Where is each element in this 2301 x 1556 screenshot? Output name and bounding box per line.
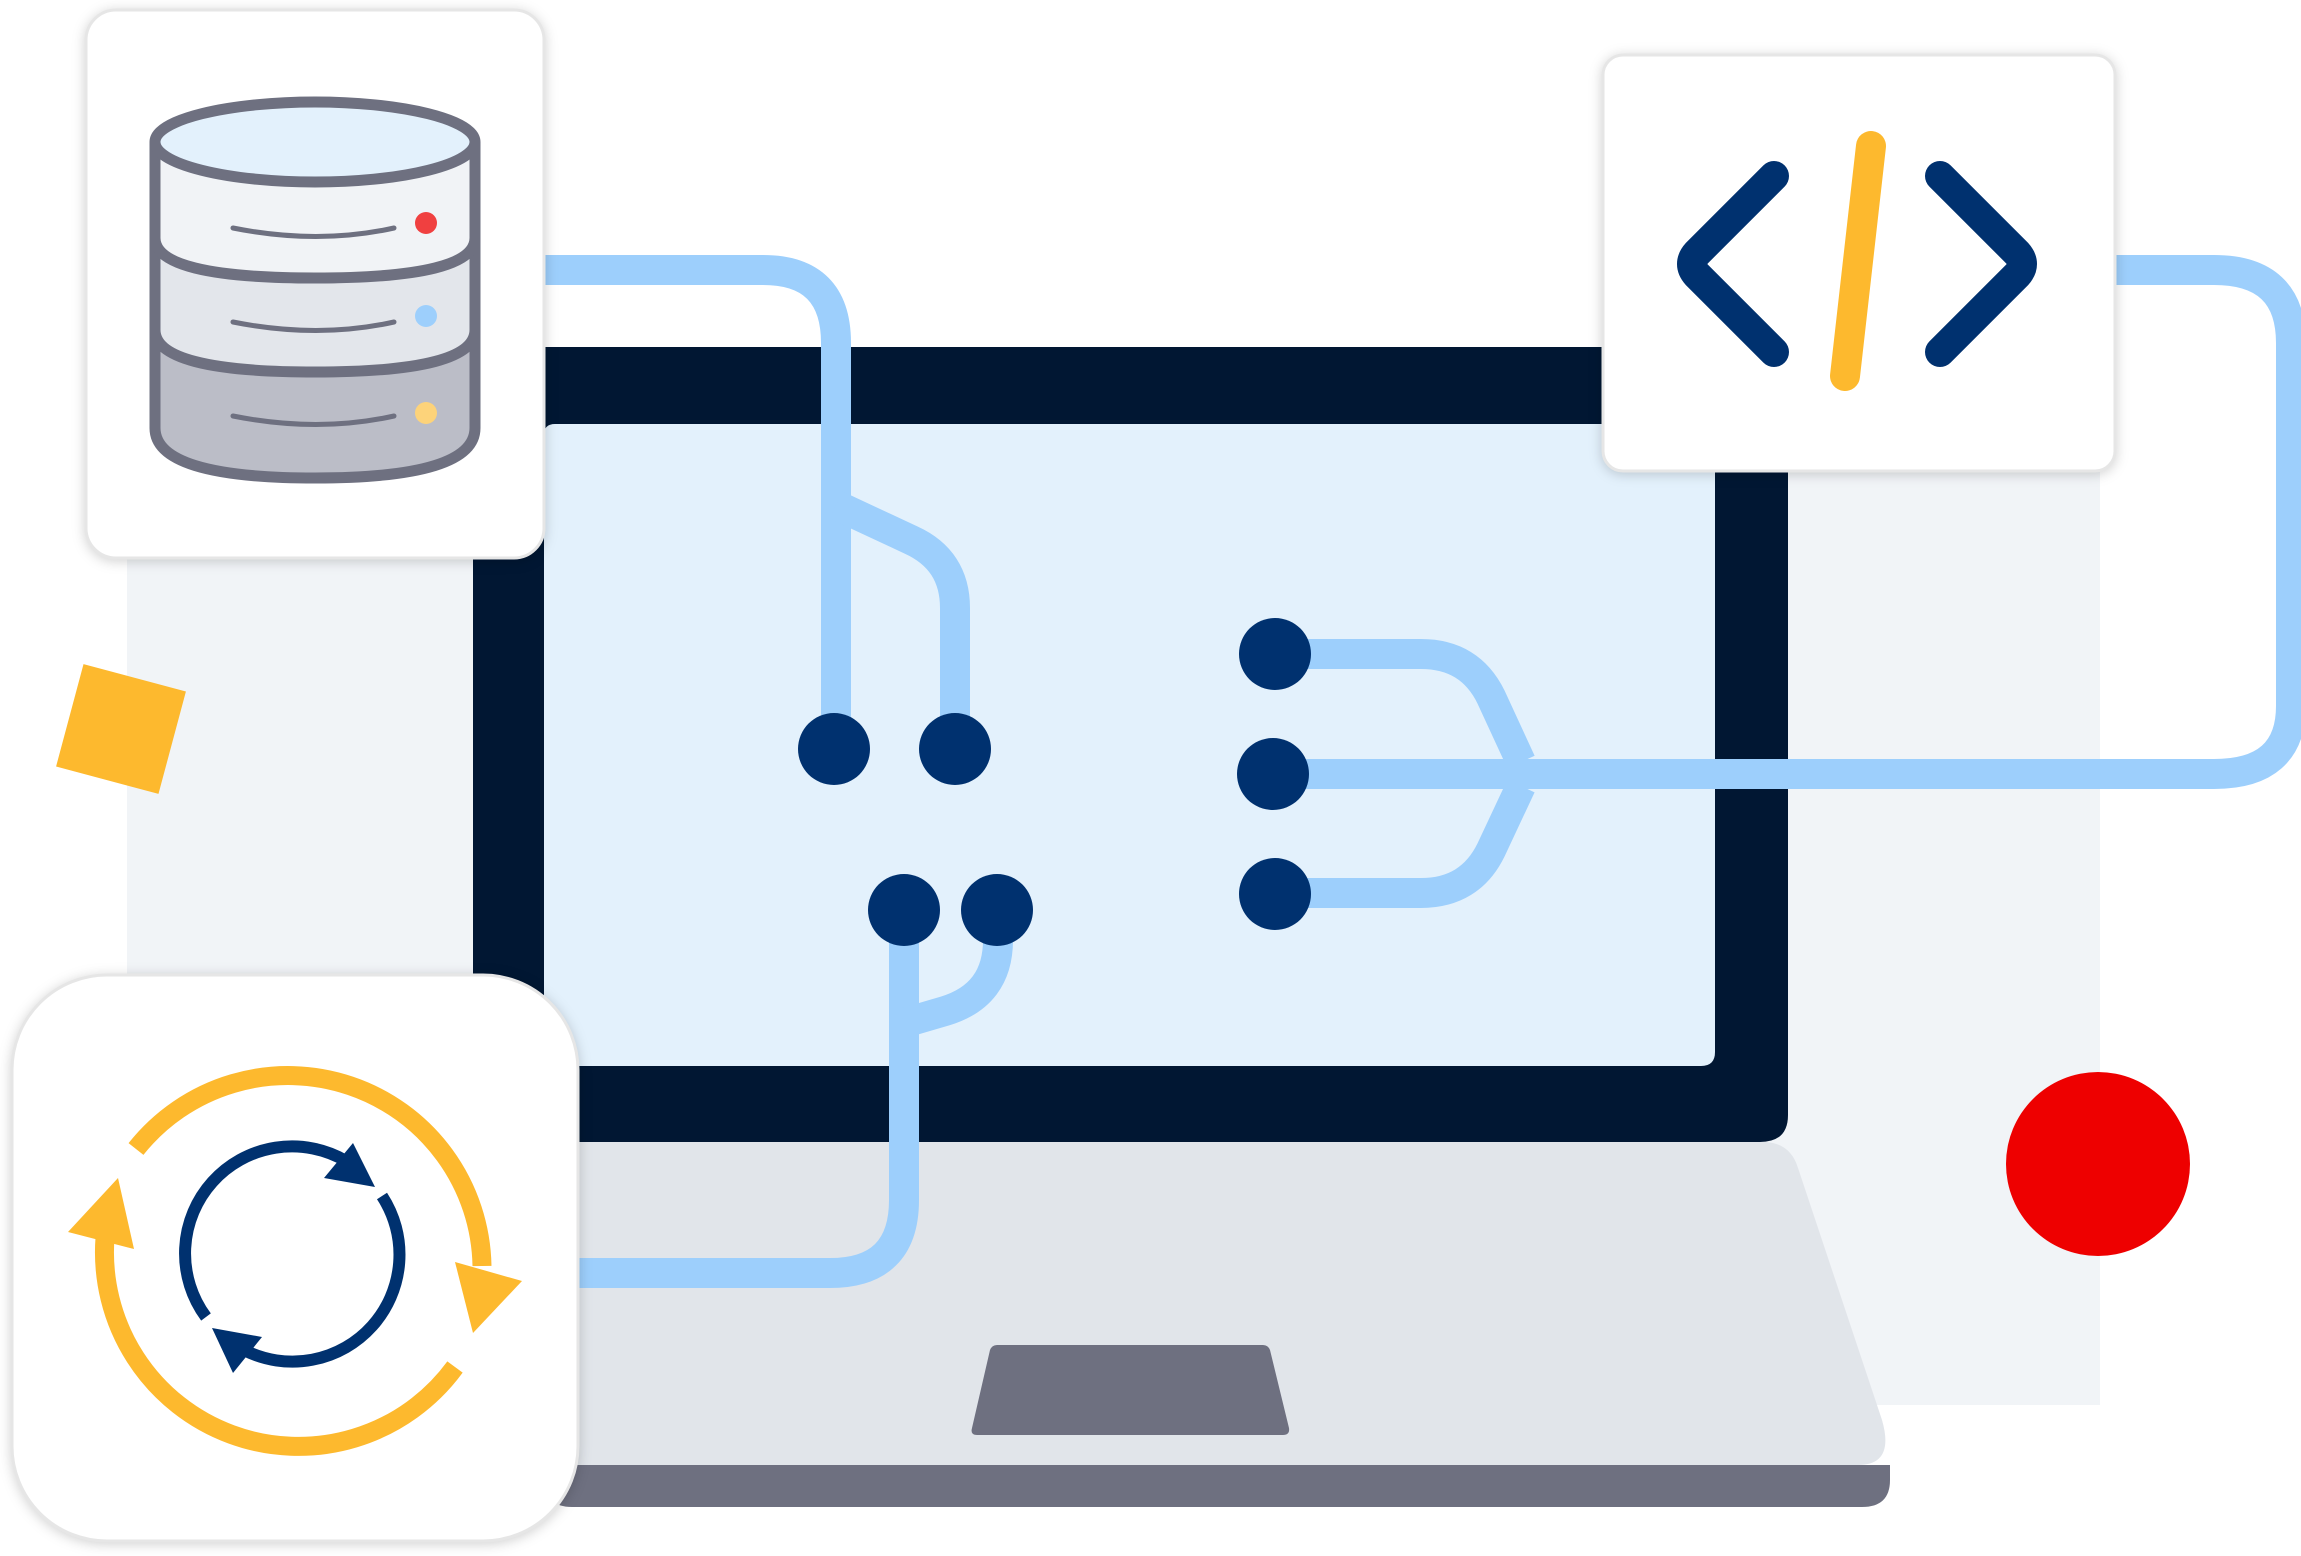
circuit-node [1239,618,1311,690]
database-slot-line [230,319,397,333]
circuit-nodes [798,618,1311,946]
code-card [1601,53,2117,473]
laptop-base-edge [545,1465,1890,1507]
touchpad [971,1345,1290,1435]
sync-card [10,973,580,1543]
status-light-blue [415,305,437,327]
angle-bracket-right-icon [1925,161,2037,367]
sync-outer-ring [94,1066,492,1456]
database-slot-line [230,413,397,427]
status-light-red [415,212,437,234]
sync-inner-ring [179,1140,406,1368]
circuit-node [961,874,1033,946]
sync-outer-arrowhead-right [455,1262,522,1333]
circuit-node [798,713,870,785]
database-slot-line [230,225,397,239]
sync-inner-arrowhead-top [324,1143,375,1187]
laptop-icon [473,347,1890,1507]
circuit-node [1237,738,1309,810]
database-card [84,8,546,560]
sync-inner-arc-top [179,1140,350,1321]
code-brackets-icon [1677,131,2037,391]
database-icon [149,96,481,484]
angle-bracket-left-icon [1677,161,1789,367]
wire-fork-bottom [1275,779,1535,908]
red-circle-shape [2006,1072,2190,1256]
circuit-node [919,713,991,785]
sync-arrows-icon [68,1066,522,1456]
sync-inner-arc-bottom [241,1192,406,1368]
sync-outer-arc-top [128,1066,492,1267]
circuit-wires [530,255,2301,1288]
status-light-yellow [415,402,437,424]
circuit-node [868,874,940,946]
wire-fork-top [1275,639,1535,769]
sync-outer-arc-bottom [94,1237,463,1456]
screen-display [544,424,1715,1066]
sync-inner-arrowhead-bottom [212,1328,262,1373]
sync-outer-arrowhead-left [68,1178,134,1249]
wire-code-to-screen [1290,255,2301,789]
slash-icon [1830,131,1886,391]
circuit-node [1239,858,1311,930]
wire-database-to-screen [530,255,851,748]
laptop-base [548,1142,1886,1465]
wire-branch-upper [829,491,970,748]
wire-sync-to-screen [565,912,919,1288]
database-disk-top-cap [149,96,481,188]
database-slot-lines [230,225,397,427]
yellow-square-shape [56,664,186,794]
